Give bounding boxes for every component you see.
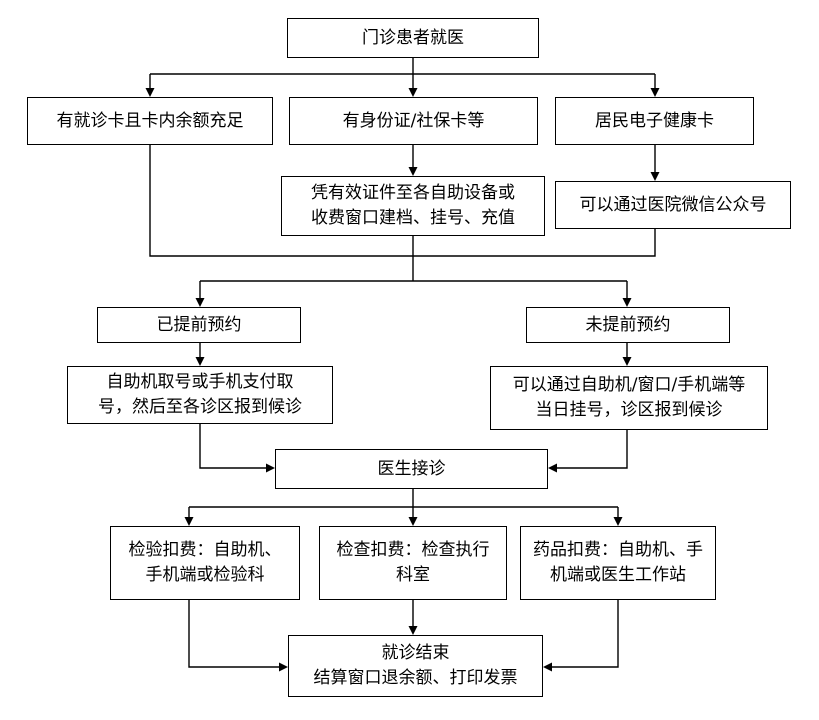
drug-fee-line-1: 药品扣费：自助机、手 [533,540,703,560]
not-booked-steps-line-2: 当日挂号，诊区报到候诊 [535,400,723,420]
end-node: 就诊结束 结算窗口退余额、打印发票 [288,635,543,697]
exam-fee-line-1: 检查扣费：检查执行 [336,540,490,560]
arrowhead [650,88,660,97]
arrowhead [622,298,632,307]
connector [199,424,266,469]
lab-fee-line-1: 检验扣费：自助机、 [128,540,282,560]
arrowhead [548,463,557,473]
start-label: 门诊患者就医 [362,27,464,48]
arrowhead [613,517,623,526]
arrowhead [622,357,632,366]
arrowhead [266,463,275,473]
register-label-line-2: 收费窗口建档、挂号、充值 [311,208,515,228]
lab-fee-line-2: 手机端或检验科 [145,565,265,585]
arrowhead [195,357,205,366]
register-label-line-1: 凭有效证件至各自助设备或 [311,183,515,203]
arrowhead [543,662,552,672]
doctor-node: 医生接诊 [275,449,548,489]
connector [552,600,619,668]
health-card-node: 居民电子健康卡 [555,97,754,145]
arrowhead [408,167,418,176]
booked-steps-node: 自助机取号或手机支付取 号，然后至各诊区报到候诊 [67,366,333,424]
not-booked-label: 未提前预约 [585,314,671,335]
arrowhead [408,626,418,635]
lab-fee-node: 检验扣费：自助机、 手机端或检验科 [110,526,300,600]
arrowhead [408,517,418,526]
connector [413,229,656,257]
wechat-label: 可以通过医院微信公众号 [579,194,767,215]
not-booked-steps-node: 可以通过自助机/窗口/手机端等 当日挂号，诊区报到候诊 [490,366,768,430]
not-booked-steps-line-1: 可以通过自助机/窗口/手机端等 [512,375,746,395]
booked-node: 已提前预约 [97,307,301,343]
arrowhead [195,298,205,307]
connector [188,600,279,668]
not-booked-node: 未提前预约 [526,307,730,343]
arrowhead [145,88,155,97]
connector [149,145,413,257]
wechat-node: 可以通过医院微信公众号 [555,181,791,229]
exam-fee-line-2: 科室 [396,565,430,585]
id-card-label: 有身份证/社保卡等 [342,110,485,131]
drug-fee-node: 药品扣费：自助机、手 机端或医生工作站 [520,526,716,600]
arrowhead [408,88,418,97]
arrowhead [279,662,288,672]
health-card-label: 居民电子健康卡 [595,110,714,131]
start-node: 门诊患者就医 [287,18,539,58]
exam-fee-node: 检查扣费：检查执行 科室 [319,526,507,600]
register-node: 凭有效证件至各自助设备或 收费窗口建档、挂号、充值 [281,176,545,236]
card-label: 有就诊卡且卡内余额充足 [56,110,244,131]
drug-fee-line-2: 机端或医生工作站 [550,565,686,585]
booked-steps-line-2: 号，然后至各诊区报到候诊 [98,397,302,417]
card-node: 有就诊卡且卡内余额充足 [27,97,273,145]
id-card-node: 有身份证/社保卡等 [289,97,538,145]
arrowhead [184,517,194,526]
end-line-2: 结算窗口退余额、打印发票 [313,668,518,688]
booked-label: 已提前预约 [156,314,242,335]
booked-steps-line-1: 自助机取号或手机支付取 [106,372,294,392]
arrowhead [650,172,660,181]
doctor-label: 医生接诊 [377,458,446,479]
end-line-1: 就诊结束 [381,643,450,663]
connector [557,430,628,469]
